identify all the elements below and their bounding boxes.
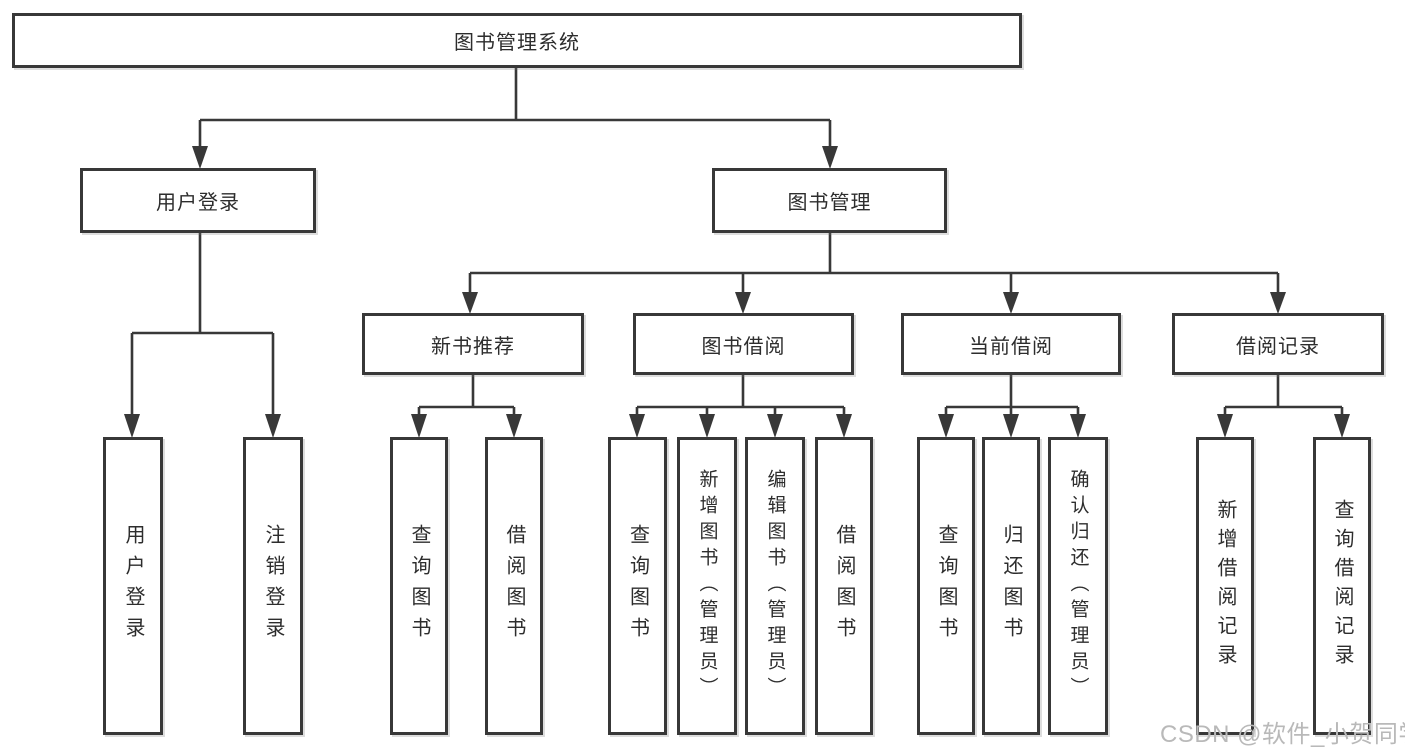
leaf-confirm-return-admin: 确认归还（管理员） — [1048, 437, 1108, 735]
leaf-return-books: 归还图书 — [982, 437, 1040, 735]
leaf-label: 借阅图书 — [833, 524, 855, 648]
leaf-label: 编辑图书（管理员） — [764, 469, 786, 703]
leaf-label: 查询借阅记录 — [1331, 499, 1353, 673]
node-label: 当前借阅 — [969, 335, 1053, 358]
leaf-label: 查询图书 — [408, 524, 430, 648]
leaf-query-borrow-record: 查询借阅记录 — [1313, 437, 1371, 735]
leaf-label: 归还图书 — [1000, 524, 1022, 648]
node-label: 借阅记录 — [1236, 335, 1320, 358]
leaf-label: 确认归还（管理员） — [1067, 469, 1089, 703]
leaf-label: 查询图书 — [935, 524, 957, 648]
leaf-label: 查询图书 — [626, 524, 649, 648]
node-library-system: 图书管理系统 — [12, 13, 1022, 68]
leaf-edit-books-admin: 编辑图书（管理员） — [745, 437, 805, 735]
node-new-book-recommend: 新书推荐 — [362, 313, 584, 375]
leaf-user-login: 用户登录 — [103, 437, 163, 735]
node-label: 图书管理系统 — [454, 32, 580, 54]
leaf-label: 用户登录 — [122, 524, 144, 648]
node-book-borrow: 图书借阅 — [633, 313, 854, 375]
leaf-query-books-recommend: 查询图书 — [390, 437, 448, 735]
leaf-borrow-books: 借阅图书 — [815, 437, 873, 735]
leaf-query-books-borrow: 查询图书 — [608, 437, 667, 735]
leaf-logout: 注销登录 — [243, 437, 303, 735]
leaf-label: 新增借阅记录 — [1214, 499, 1236, 673]
leaf-query-books-current: 查询图书 — [917, 437, 975, 735]
node-borrow-records: 借阅记录 — [1172, 313, 1384, 375]
leaf-label: 新增图书（管理员） — [696, 469, 718, 703]
node-book-management: 图书管理 — [712, 168, 947, 233]
leaf-label: 注销登录 — [262, 524, 284, 648]
leaf-add-books-admin: 新增图书（管理员） — [677, 437, 737, 735]
node-label: 图书借阅 — [701, 335, 786, 358]
node-label: 新书推荐 — [431, 335, 515, 358]
leaf-borrow-books-recommend: 借阅图书 — [485, 437, 543, 735]
leaf-add-borrow-record: 新增借阅记录 — [1196, 437, 1254, 735]
node-label: 图书管理 — [787, 192, 872, 214]
node-user-login: 用户登录 — [80, 168, 316, 233]
node-label: 用户登录 — [156, 192, 240, 214]
leaf-label: 借阅图书 — [503, 524, 525, 648]
node-current-borrow: 当前借阅 — [901, 313, 1121, 375]
csdn-watermark: CSDN @软件_小贺同学 — [1160, 721, 1405, 747]
